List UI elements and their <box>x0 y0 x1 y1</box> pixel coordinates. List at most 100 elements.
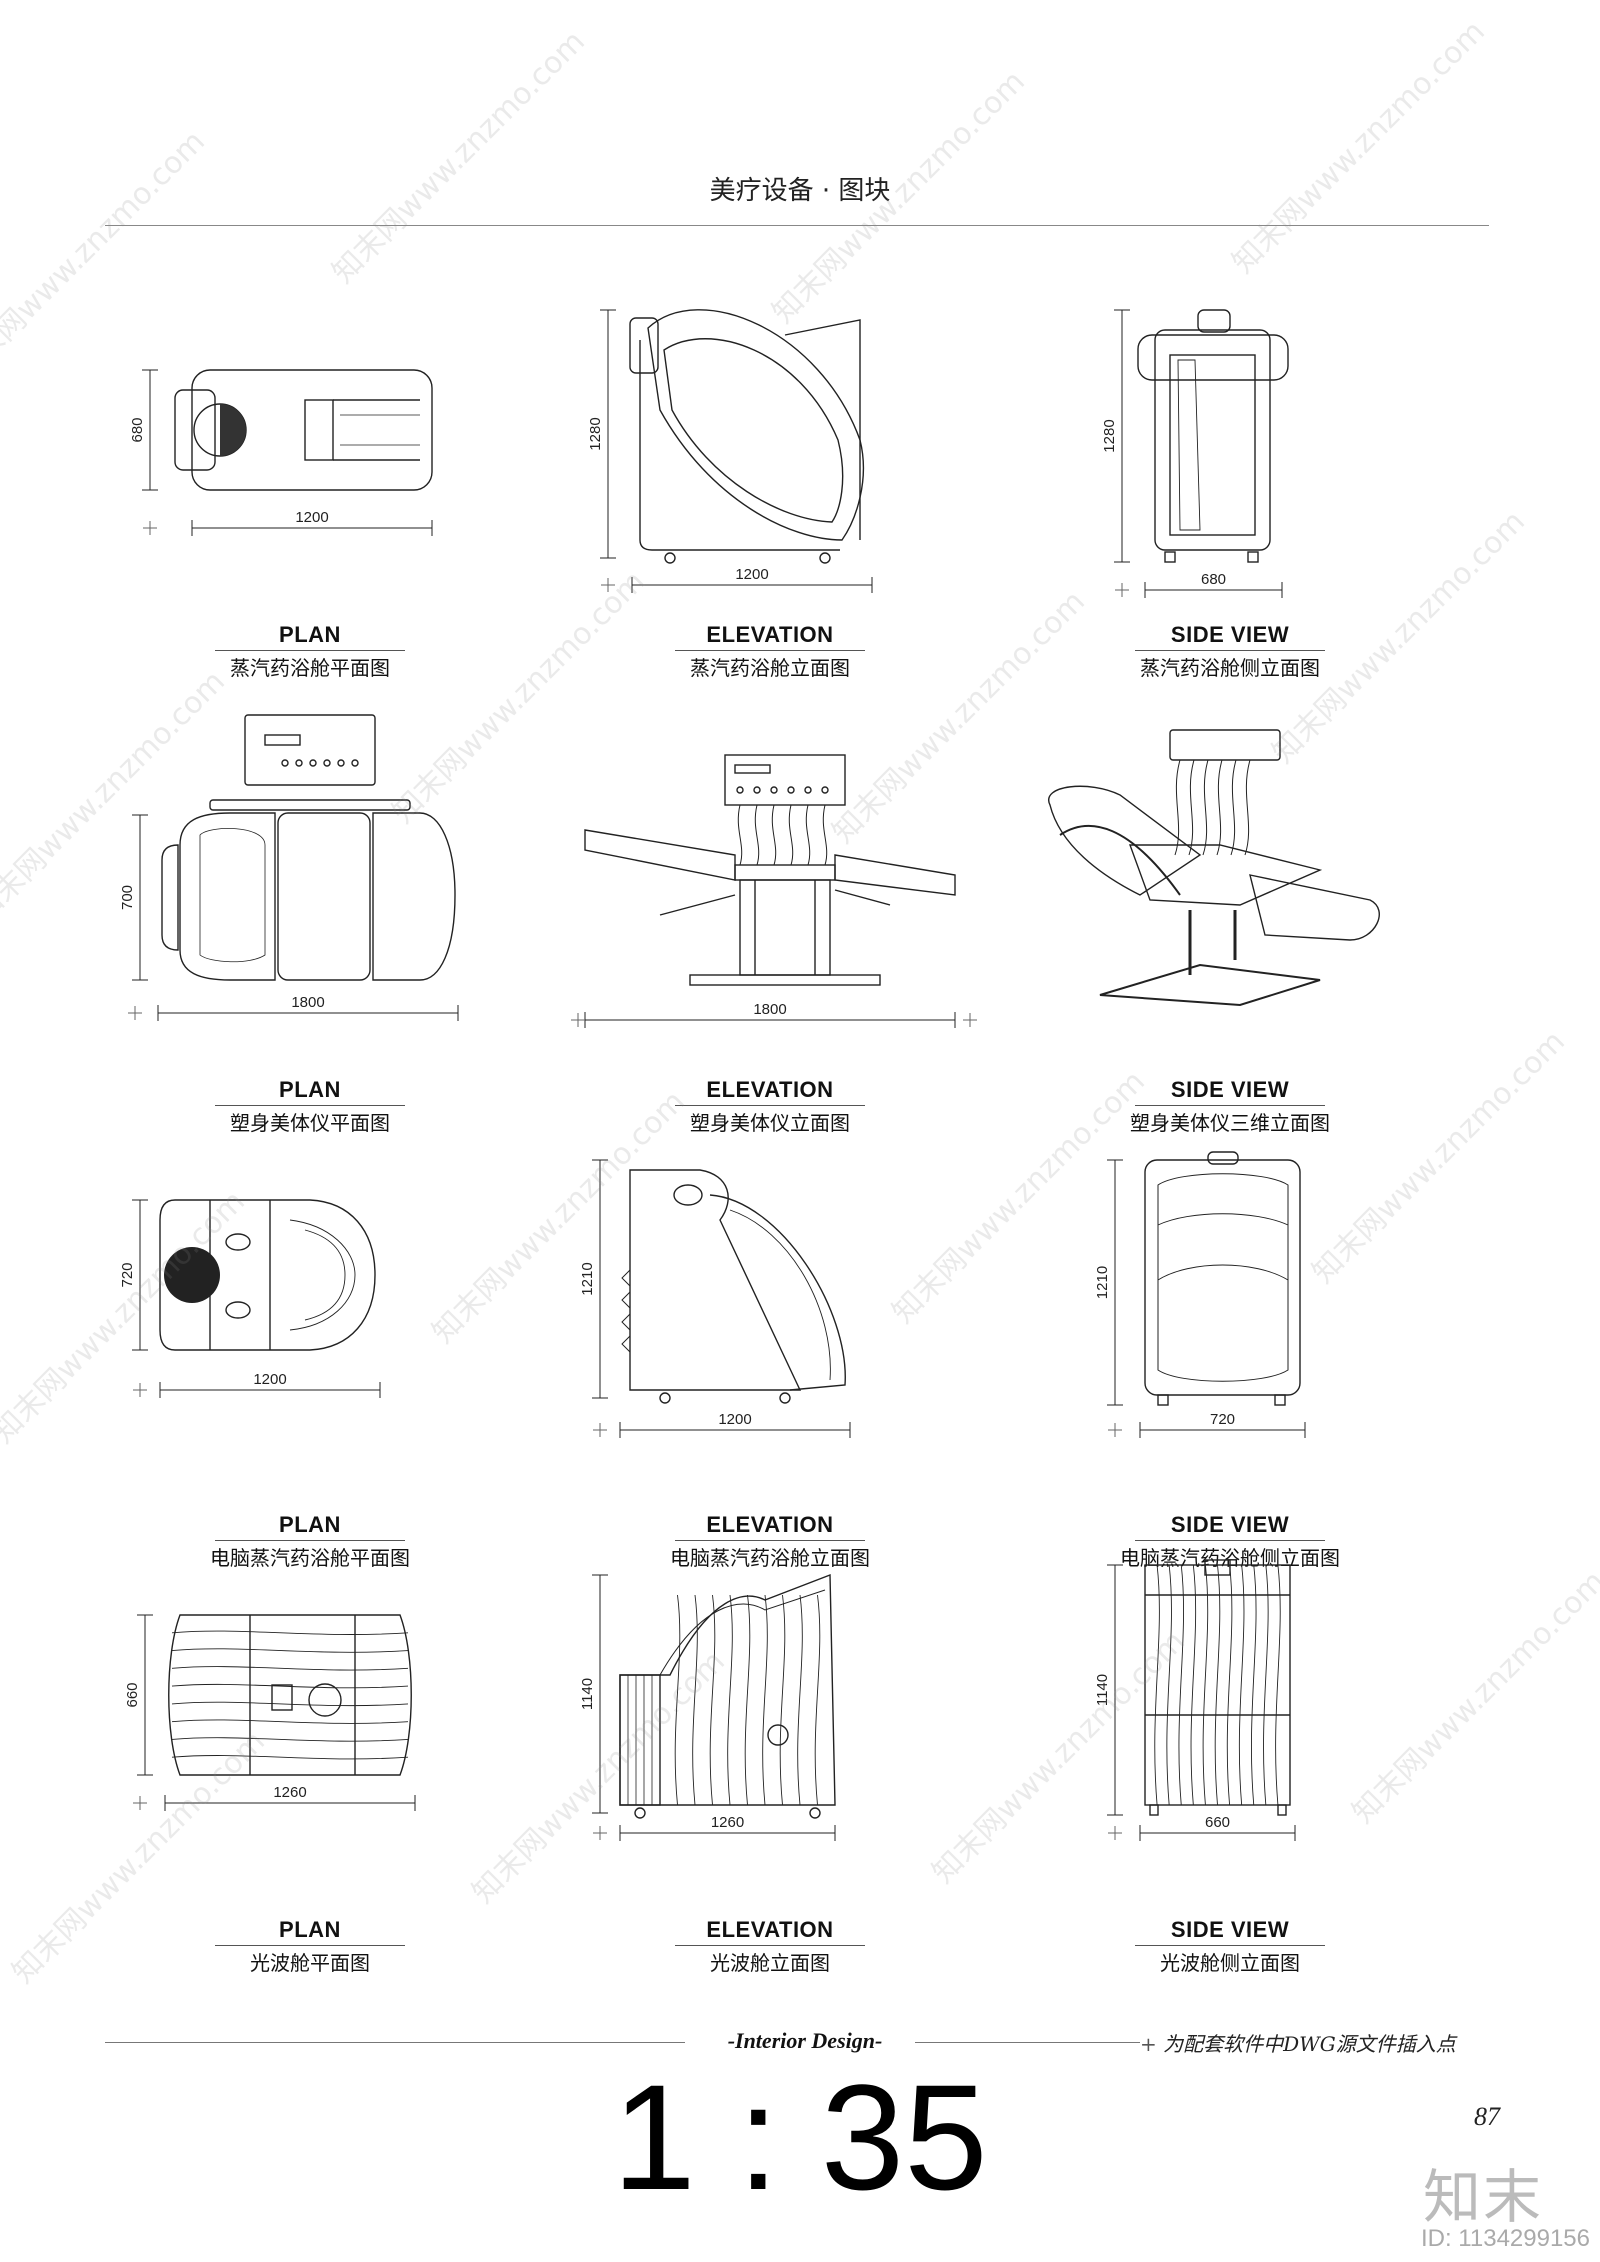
dimension-height: 1210 <box>1094 1266 1111 1299</box>
view-title-cn: 电脑蒸汽药浴舱立面图 <box>670 1546 870 1570</box>
dimension-width: 680 <box>1201 571 1226 588</box>
footer-rule-right <box>915 2042 1140 2043</box>
dimension-height: 700 <box>119 885 136 910</box>
view-title-cn: 蒸汽药浴舱立面图 <box>690 656 850 680</box>
dimension-width: 1800 <box>291 994 324 1011</box>
dimension-width: 1260 <box>273 1784 306 1801</box>
view-type-label: ELEVATION <box>706 1077 834 1102</box>
view-title-cn: 蒸汽药浴舱侧立面图 <box>1140 656 1320 680</box>
cad-block-steam-plan: 680 1200 <box>129 369 433 536</box>
dimension-width: 1800 <box>753 1001 786 1018</box>
view-title-cn: 光波舱侧立面图 <box>1160 1951 1300 1975</box>
caption-rule <box>675 1105 865 1106</box>
caption-rule <box>675 1945 865 1946</box>
view-title-cn: 蒸汽药浴舱平面图 <box>230 656 390 680</box>
drawing-id: ID: 1134299156 <box>1420 2225 1590 2252</box>
view-title-cn: 电脑蒸汽药浴舱平面图 <box>210 1546 410 1570</box>
dimension-height: 1280 <box>587 417 604 450</box>
dimension-width: 660 <box>1205 1814 1230 1831</box>
view-type-label: PLAN <box>279 622 341 647</box>
view-type-label: ELEVATION <box>706 622 834 647</box>
caption-rule <box>675 650 865 651</box>
page-title: 美疗设备 · 图块 <box>709 176 891 206</box>
scale-ratio: 1 : 35 <box>612 2053 988 2221</box>
view-caption: PLAN 光波舱平面图 <box>100 1917 520 1976</box>
view-title-cn: 塑身美体仪三维立面图 <box>1130 1111 1330 1135</box>
dimension-width: 1200 <box>253 1371 286 1388</box>
dimension-height: 1280 <box>1101 419 1118 452</box>
cad-block-slim-3d <box>1048 729 1380 1007</box>
view-caption: PLAN 蒸汽药浴舱平面图 <box>100 622 520 681</box>
view-type-label: SIDE VIEW <box>1170 1917 1290 1942</box>
header-rule <box>105 225 1489 226</box>
dimension-height: 660 <box>124 1682 141 1707</box>
view-type-label: SIDE VIEW <box>1170 1512 1290 1537</box>
cad-block-wave-plan: 660 1260 <box>124 1614 416 1811</box>
caption-rule <box>675 1540 865 1541</box>
dimension-height: 1210 <box>579 1262 596 1295</box>
footer-insertion-note: + 为配套软件中DWG源文件插入点 <box>1140 2028 1520 2057</box>
cad-block-slim-plan: 700 1800 <box>119 714 459 1021</box>
caption-rule <box>215 1945 405 1946</box>
caption-rule <box>1135 1105 1325 1106</box>
drawing-slim-3d: SIDE VIEW 塑身美体仪三维立面图 <box>1020 695 1440 1135</box>
view-type-label: PLAN <box>279 1077 341 1102</box>
dimension-width: 720 <box>1210 1411 1235 1428</box>
dimension-width: 1200 <box>718 1411 751 1428</box>
footer-interior-design: -Interior Design- <box>727 2028 883 2053</box>
caption-rule <box>1135 1945 1325 1946</box>
view-type-label: ELEVATION <box>706 1917 834 1942</box>
view-caption: SIDE VIEW 光波舱侧立面图 <box>1020 1917 1440 1976</box>
cad-block-pc-steam-side: 1210 720 <box>1094 1151 1306 1438</box>
view-caption: ELEVATION 光波舱立面图 <box>560 1917 980 1976</box>
cad-block-steam-side: 1280 680 <box>1101 309 1289 598</box>
cad-block-steam-elevation: 1280 1200 <box>587 309 873 593</box>
view-caption: SIDE VIEW 蒸汽药浴舱侧立面图 <box>1020 622 1440 681</box>
caption-rule <box>215 1105 405 1106</box>
dimension-height: 680 <box>129 417 146 442</box>
page-number: 87 <box>1474 2102 1500 2131</box>
dimension-width: 1260 <box>711 1814 744 1831</box>
caption-rule <box>215 650 405 651</box>
cad-block-pc-steam-plan: 720 1200 <box>119 1199 381 1398</box>
caption-rule <box>1135 1540 1325 1541</box>
footer-insertion-note-text: 为配套软件中DWG源文件插入点 <box>1163 2032 1456 2056</box>
view-title-cn: 塑身美体仪平面图 <box>230 1111 390 1135</box>
view-type-label: PLAN <box>279 1917 341 1942</box>
view-title-cn: 光波舱立面图 <box>710 1951 830 1975</box>
view-type-label: SIDE VIEW <box>1170 622 1290 647</box>
view-caption: PLAN 塑身美体仪平面图 <box>100 1077 520 1136</box>
cad-block-wave-side: 1140 660 <box>1094 1559 1296 1841</box>
caption-rule <box>215 1540 405 1541</box>
view-type-label: SIDE VIEW <box>1170 1077 1290 1102</box>
cad-block-slim-elevation: 1800 <box>571 754 977 1028</box>
dimension-height: 720 <box>119 1262 136 1287</box>
footer-rule-left <box>105 2042 685 2043</box>
caption-rule <box>1135 650 1325 651</box>
brand-logo: 知末 <box>1422 2163 1543 2231</box>
dimension-width: 1200 <box>295 509 328 526</box>
dimension-height: 1140 <box>1094 1674 1111 1706</box>
dimension-width: 1200 <box>735 566 768 583</box>
view-caption: ELEVATION 蒸汽药浴舱立面图 <box>560 622 980 681</box>
view-title-cn: 光波舱平面图 <box>250 1951 370 1975</box>
insertion-point-icon: + <box>1140 2032 1164 2056</box>
view-caption: SIDE VIEW 塑身美体仪三维立面图 <box>1020 1077 1440 1136</box>
